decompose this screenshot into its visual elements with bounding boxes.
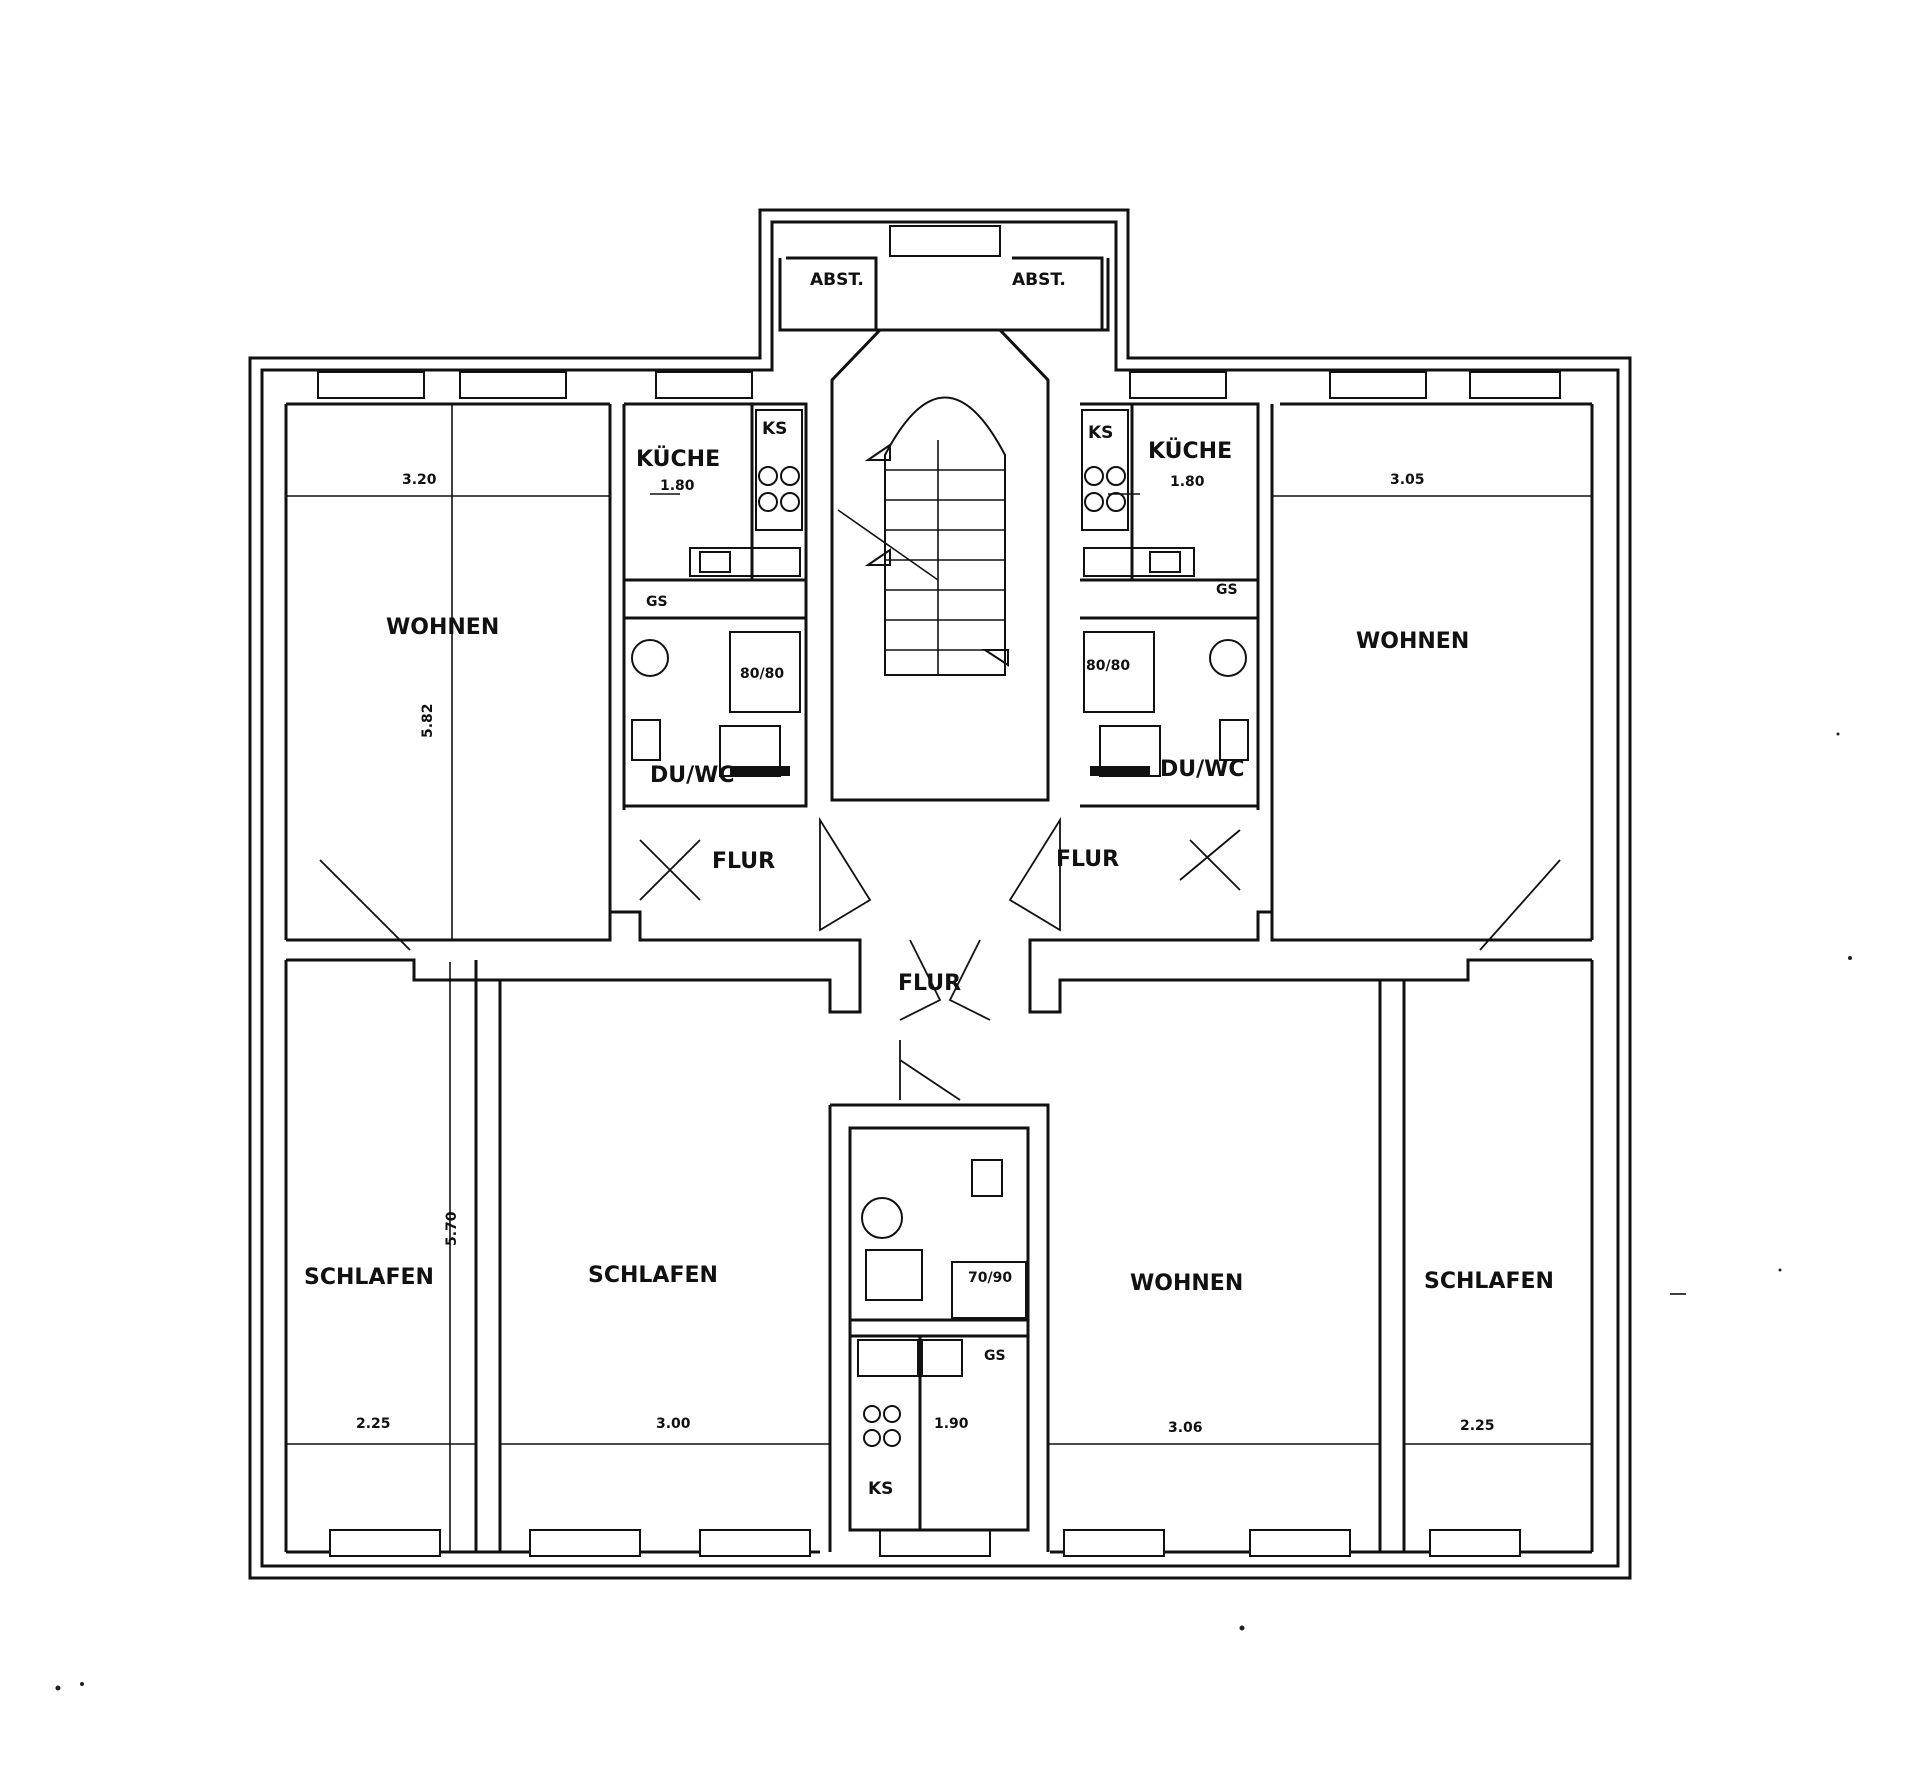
label-schlafen-left: SCHLAFEN [304,1265,434,1290]
label-kueche-left: KÜCHE [636,446,720,472]
label-abst-left: ABST. [810,270,864,290]
label-ks-left: KS [762,419,787,439]
windows [317,225,1561,1557]
label-kueche-right: KÜCHE [1148,438,1232,464]
label-kueche-right-width: 1.80 [1170,474,1205,490]
staircase [837,396,1009,676]
fixtures-upper-left [631,409,803,777]
outer-walls [248,208,1632,1580]
label-schlafen-right: SCHLAFEN [1424,1269,1554,1294]
label-flur-center: FLUR [898,971,961,996]
label-flur-left: FLUR [712,849,775,874]
label-wohnen-top-right: WOHNEN [1356,629,1469,654]
label-schlafen-mid-width: 3.00 [656,1416,691,1432]
label-abst-right: ABST. [1012,270,1066,290]
label-wohnen-top-right-width: 3.05 [1390,472,1425,488]
fixtures-upper-right [1081,409,1249,777]
label-ks-right: KS [1088,423,1113,443]
fixtures-lower-middle [857,1159,1027,1447]
label-gs-bottom: GS [984,1348,1006,1364]
dimension-lines [286,404,1592,1552]
interior-walls [286,256,1592,1552]
label-duwc-left: DU/WC [650,763,735,788]
label-schlafen-mid: SCHLAFEN [588,1263,718,1288]
label-wohnen-top-left: WOHNEN [386,615,499,640]
label-ks-bottom: KS [868,1479,893,1499]
label-schlafen-right-width: 2.25 [1460,1418,1495,1434]
label-duwc-right: DU/WC [1160,757,1245,782]
label-wohnen-top-left-depth: 5.82 [420,703,436,738]
label-wohnen-bottom-width: 3.06 [1168,1420,1203,1436]
label-shower-right: 80/80 [1086,658,1130,674]
doors [319,816,1561,1101]
label-flur-right: FLUR [1056,847,1119,872]
label-gs-right: GS [1216,582,1238,598]
label-shower-bottom: 70/90 [968,1270,1012,1286]
label-kueche-bottom-width: 1.90 [934,1416,969,1432]
label-kueche-left-width: 1.80 [660,478,695,494]
label-schlafen-left-depth: 5.70 [444,1211,460,1246]
scan-specks [55,732,1852,1691]
labels: ABST. ABST. KÜCHE 1.80 KÜCHE 1.80 KS KS … [304,270,1554,1499]
label-schlafen-left-width: 2.25 [356,1416,391,1432]
label-wohnen-top-left-width: 3.20 [402,472,437,488]
label-gs-left: GS [646,594,668,610]
label-shower-left: 80/80 [740,666,784,682]
label-wohnen-bottom: WOHNEN [1130,1271,1243,1296]
